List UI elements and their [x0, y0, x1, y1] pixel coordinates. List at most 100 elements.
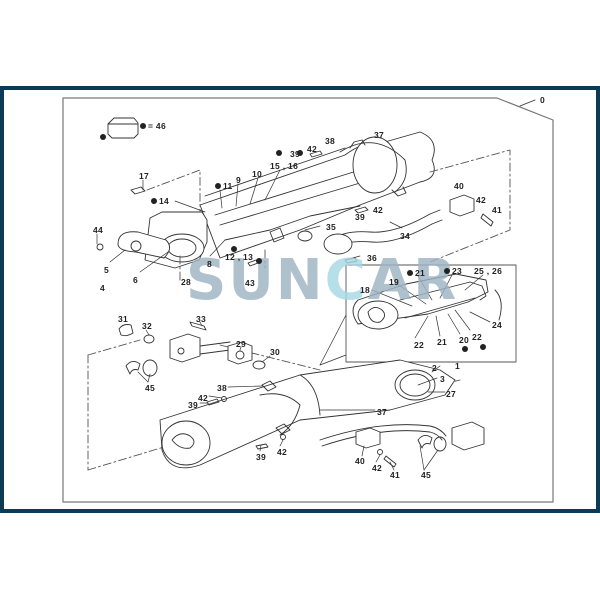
- part-callout-9: 9: [236, 176, 241, 185]
- part-callout-20: 20: [459, 336, 469, 345]
- part-callout-17: 17: [139, 172, 149, 181]
- part-number: 3: [440, 374, 446, 384]
- part-callout-19: 19: [389, 278, 399, 287]
- bullet-dot-icon: [462, 346, 468, 352]
- part-callout-22: 22: [472, 333, 482, 342]
- part-callout-41: 41: [390, 471, 400, 480]
- part-number: 8: [207, 259, 213, 269]
- part-number: 43: [245, 278, 256, 288]
- part-callout-1: 1: [455, 362, 460, 371]
- part-number: 42: [307, 144, 318, 154]
- part-callout-28: 28: [181, 278, 191, 287]
- part-number: 21: [437, 337, 448, 347]
- part-number: 33: [196, 314, 207, 324]
- piston-detail: [352, 273, 502, 330]
- part-callout-10: 10: [252, 170, 262, 179]
- part-number: 39: [188, 400, 199, 410]
- part-callout-22: 22: [414, 341, 424, 350]
- bullet-dot-icon: [444, 267, 450, 274]
- part-number: 30: [270, 347, 281, 357]
- part-callout-5: 5: [104, 266, 109, 275]
- part-number: 38: [325, 136, 336, 146]
- part-callout-8: 8: [207, 260, 212, 269]
- part-callout-42: 42: [373, 206, 383, 215]
- part-callout-39: 39: [188, 401, 198, 410]
- part-number: 45: [421, 470, 432, 480]
- part-callout-38: 38: [217, 384, 227, 393]
- part-callout-25-26: 25 , 26: [474, 267, 502, 276]
- part-callout-43: 43: [245, 279, 255, 288]
- part-callout-41: 41: [492, 206, 502, 215]
- part-number: 42: [476, 195, 487, 205]
- part-callout-14: 14: [151, 197, 169, 206]
- part-number: 45: [145, 383, 156, 393]
- part-callout-4: 4: [100, 284, 105, 293]
- bullet-dot-icon: [231, 246, 237, 252]
- part-number: 42: [372, 463, 383, 473]
- part-callout-6: 6: [133, 276, 138, 285]
- part-callout-36: 36: [367, 254, 377, 263]
- part-callout-40: 40: [355, 457, 365, 466]
- part-number: 15 , 16: [270, 161, 299, 171]
- part-number: 39: [290, 149, 301, 159]
- part-callout-27: 27: [446, 390, 456, 399]
- part-callout-37: 37: [374, 131, 384, 140]
- part-callout-37: 37: [377, 408, 387, 417]
- part-callout-21: 21: [437, 338, 447, 347]
- part-callout-11: 11: [215, 182, 233, 191]
- bullet-dot-icon: [151, 197, 157, 204]
- part-number: 21: [415, 268, 426, 278]
- part-number: 39: [256, 452, 267, 462]
- part-callout-45: 45: [145, 384, 155, 393]
- kit-legend: = 46: [140, 122, 166, 131]
- part-number: 5: [104, 265, 110, 275]
- part-callout-42: 42: [198, 394, 208, 403]
- part-callout-44: 44: [93, 226, 103, 235]
- upper-cylinder-assembly: [96, 131, 494, 269]
- part-number: 40: [355, 456, 366, 466]
- part-callout-35: 35: [326, 223, 336, 232]
- part-number: 42: [373, 205, 384, 215]
- part-number: 19: [389, 277, 400, 287]
- part-callout-31: 31: [118, 315, 128, 324]
- part-callout-42: 42: [277, 448, 287, 457]
- part-number: 34: [400, 231, 411, 241]
- part-callout-38: 38: [325, 137, 335, 146]
- part-callout-40: 40: [454, 182, 464, 191]
- part-number: 9: [236, 175, 242, 185]
- part-number: 39: [355, 212, 366, 222]
- part-callout-39: 39: [290, 150, 300, 159]
- part-callout-42: 42: [476, 196, 486, 205]
- part-callout-33: 33: [196, 315, 206, 324]
- part-number: 17: [139, 171, 150, 181]
- bullet-dot-icon: [256, 258, 262, 264]
- part-number: 4: [100, 283, 106, 293]
- part-callout-18: 18: [360, 286, 370, 295]
- part-callout-21: 21: [407, 269, 425, 278]
- bullet-dot-icon: [407, 269, 413, 276]
- part-number: 22: [472, 332, 483, 342]
- bullet-dot-icon: [140, 122, 146, 129]
- assembly-label: 0: [540, 95, 546, 105]
- part-number: 44: [93, 225, 104, 235]
- kit-legend-text: = 46: [148, 121, 166, 131]
- part-number: 32: [142, 321, 153, 331]
- bullet-dot-icon: [276, 150, 282, 156]
- lower-cylinder-barrel: [125, 359, 485, 469]
- part-callout-3: 3: [440, 375, 445, 384]
- part-number: 38: [217, 383, 228, 393]
- drawing-border: [62, 97, 554, 503]
- part-number: 12 , 13: [225, 252, 254, 262]
- part-number: 23: [452, 266, 463, 276]
- part-callout-24: 24: [492, 321, 502, 330]
- part-number: 10: [252, 169, 263, 179]
- part-number: 20: [459, 335, 470, 345]
- part-number: 41: [492, 205, 503, 215]
- part-number: 37: [377, 407, 388, 417]
- bullet-dot-icon: [100, 134, 106, 140]
- part-number: 27: [446, 389, 457, 399]
- part-callout-23: 23: [444, 267, 462, 276]
- part-callout-42: 42: [307, 145, 317, 154]
- part-callout-32: 32: [142, 322, 152, 331]
